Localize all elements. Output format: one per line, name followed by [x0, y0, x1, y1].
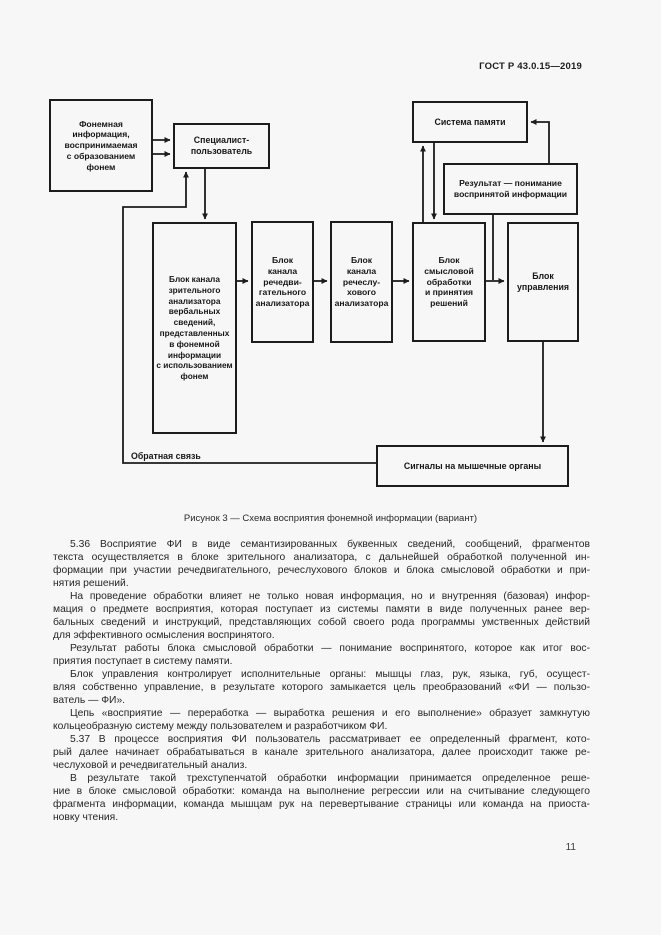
text-line: для эффективного осмысления воспринятого… — [53, 630, 275, 641]
body-text: 5.36 Восприятие ФИ в виде семантизирован… — [53, 538, 590, 824]
text-line: В результате такой трехступенчатой обраб… — [70, 773, 590, 784]
text-line: кольцеобразную систему между пользовател… — [53, 721, 388, 732]
text-line: текста осуществляется в блоке зрительног… — [53, 552, 590, 563]
paragraph: Результат работы блока смысловой обработ… — [53, 642, 590, 668]
text-line: Результат работы блока смысловой обработ… — [70, 643, 590, 654]
page-number: 11 — [565, 842, 576, 853]
text-line: ватель — ФИ». — [53, 695, 126, 706]
text-line: На проведение обработки влияет не только… — [70, 591, 590, 602]
text-line: новку чтения. — [53, 812, 119, 823]
specialist-user-box-label: Специалист-пользователь — [190, 135, 253, 156]
figure-caption: Рисунок 3 — Схема восприятия фонемной ин… — [183, 513, 478, 524]
text-line: вляя собственно управление, в результате… — [53, 682, 590, 693]
paragraph: 5.36 Восприятие ФИ в виде семантизирован… — [53, 538, 590, 590]
memory-system-box-label: Система памяти — [434, 116, 506, 127]
text-line: нятия решений. — [53, 578, 129, 589]
text-line: мация о предмете восприятия, которая пос… — [53, 604, 590, 615]
paragraph: На проведение обработки влияет не только… — [53, 590, 590, 642]
paragraph: Блок управления контролирует исполнитель… — [53, 668, 590, 707]
text-line: Цепь «восприятие — переработка — выработ… — [70, 708, 590, 719]
text-line: формации при участии речедвигательного, … — [53, 565, 590, 576]
text-line: 5.37 В процессе восприятия ФИ пользовате… — [70, 734, 590, 745]
document-number: ГОСТ Р 43.0.15—2019 — [479, 61, 582, 72]
text-line: бальных сведений и инструкций, представл… — [53, 617, 590, 628]
text-line: фрагмента информации, команда мышцам рук… — [53, 799, 590, 810]
text-line: чеслуховой и речедвигательный анализ. — [53, 760, 248, 771]
paragraph: Цепь «восприятие — переработка — выработ… — [53, 707, 590, 733]
memory-system-box: Система памяти — [412, 101, 528, 143]
text-line: ние в блоке смысловой обработки: команда… — [53, 786, 590, 797]
muscle-signals-box: Сигналы на мышечные органы — [376, 445, 569, 487]
flowchart-connectors — [122, 119, 550, 464]
muscle-signals-box-label: Сигналы на мышечные органы — [403, 460, 542, 471]
text-line: рый далее начинает обрабатываться в кана… — [53, 747, 590, 758]
text-line: приятия поступает в систему памяти. — [53, 656, 233, 667]
text-line: 5.36 Восприятие ФИ в виде семантизирован… — [70, 539, 590, 550]
paragraph: В результате такой трехступенчатой обраб… — [53, 772, 590, 824]
paragraph: 5.37 В процессе восприятия ФИ пользовате… — [53, 733, 590, 772]
text-line: Блок управления контролирует исполнитель… — [70, 669, 590, 680]
specialist-user-box: Специалист-пользователь — [173, 123, 270, 169]
feedback-label: Обратная связь — [131, 451, 201, 461]
